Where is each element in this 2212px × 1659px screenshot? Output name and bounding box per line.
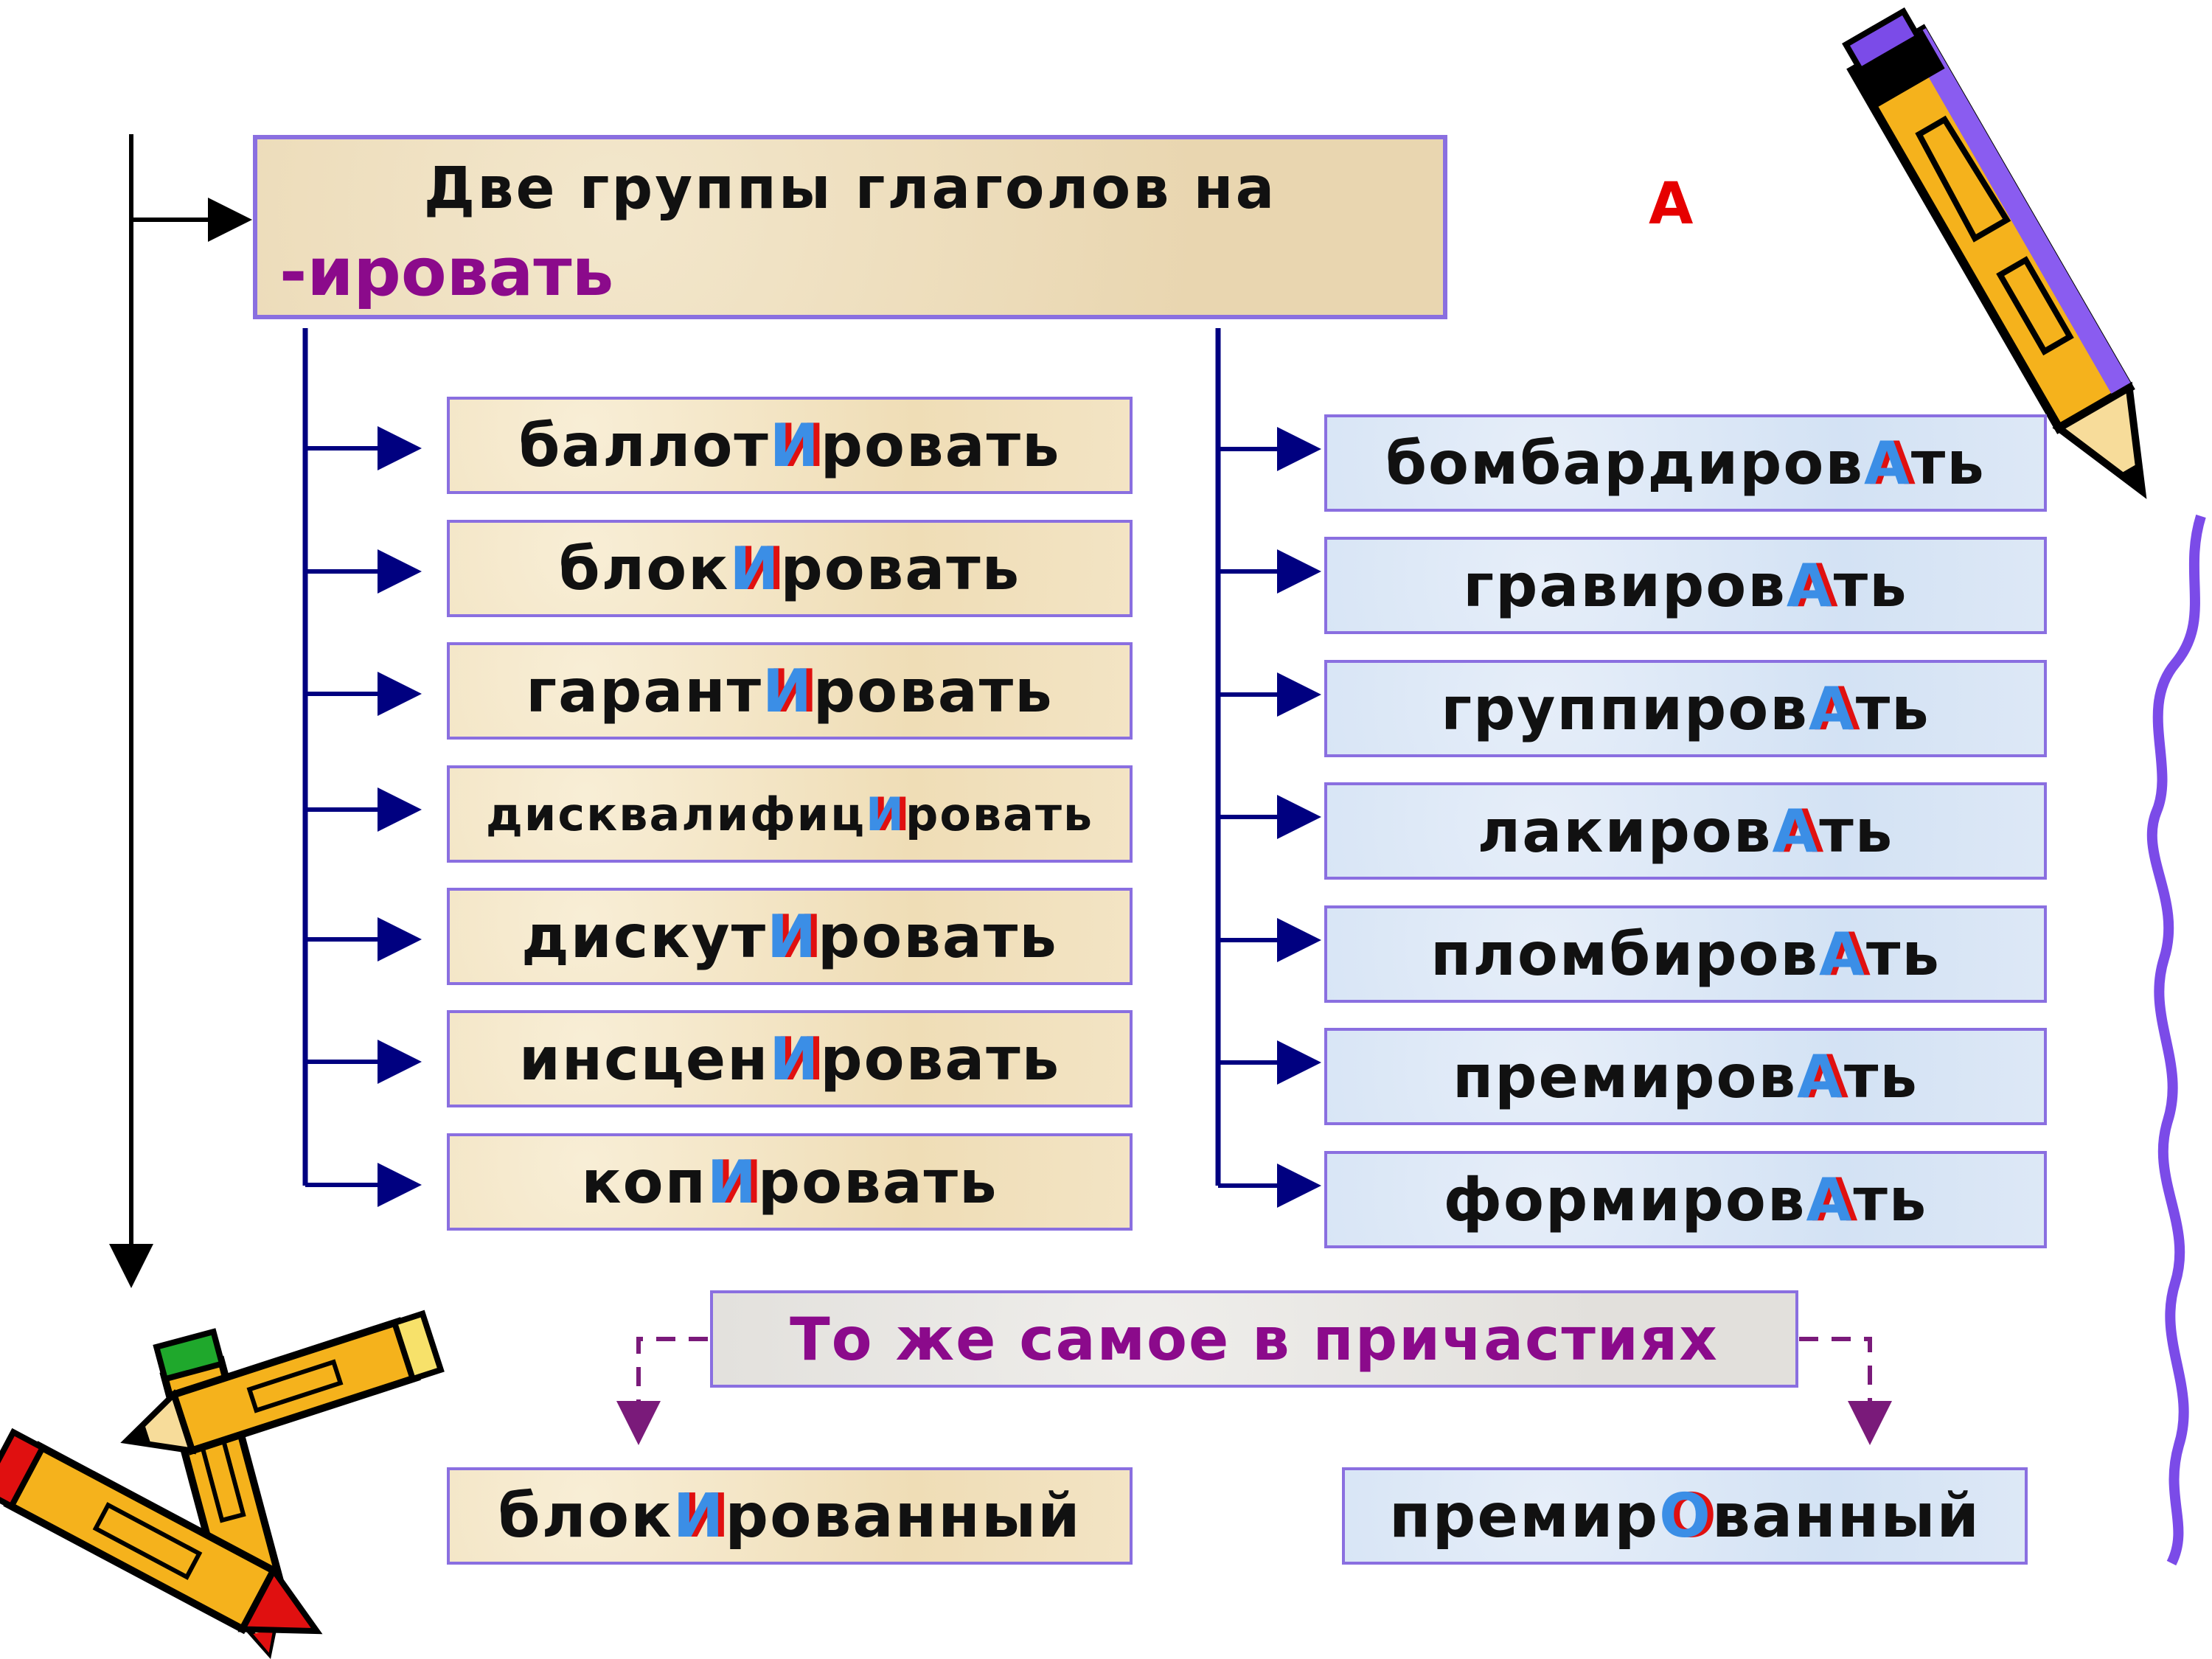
word-ending: ть	[1855, 674, 1930, 743]
title-suffix: -ировать	[279, 234, 614, 311]
title-box: Две группы глаголов на -ировать	[253, 135, 1447, 319]
word-stem: лакиров	[1477, 796, 1773, 866]
word-stem: блок	[558, 534, 730, 603]
word-ending: рованный	[725, 1481, 1082, 1551]
word-stem: коп	[581, 1147, 707, 1217]
word-stem: гарант	[526, 656, 762, 726]
word-stem: формиров	[1443, 1165, 1806, 1234]
word-stem: гравиров	[1463, 551, 1787, 620]
word-ending: ть	[1853, 1165, 1928, 1234]
pencil-icon	[1842, 7, 2147, 499]
corner-letter: А	[1649, 171, 1694, 237]
word-ending: ванный	[1711, 1481, 1981, 1551]
word-stem: премиров	[1453, 1042, 1798, 1111]
crossed-pencils-icon	[0, 1310, 445, 1659]
word-stem: инсцен	[518, 1024, 770, 1093]
word-ending: ть	[1844, 1042, 1919, 1111]
word-stem: баллот	[518, 411, 770, 480]
word-ending: ть	[1865, 919, 1941, 989]
word-stem: группиров	[1441, 674, 1809, 743]
word-stem: дискут	[521, 902, 768, 971]
word-stem: дисквалифиц	[485, 787, 866, 841]
word-ending: ровать	[757, 1147, 998, 1217]
participle-right-connector	[1799, 1337, 1892, 1445]
wavy-line-icon	[2146, 514, 2206, 1566]
word-ending: ровать	[820, 411, 1061, 480]
word-ending: ровать	[818, 902, 1058, 971]
participle-left-connector	[616, 1337, 708, 1445]
word-stem: премир	[1388, 1481, 1660, 1551]
word-ending: ровать	[813, 656, 1054, 726]
title-text: Две группы глаголов на	[423, 156, 1277, 222]
word-ending: ровать	[780, 534, 1021, 603]
word-stem: бомбардиров	[1385, 428, 1864, 498]
word-ending: ть	[1819, 796, 1894, 866]
word-ending: ровать	[905, 787, 1094, 841]
word-stem: пломбиров	[1430, 919, 1820, 989]
word-ending: ть	[1833, 551, 1908, 620]
word-ending: ровать	[820, 1024, 1061, 1093]
word-stem: блок	[498, 1481, 673, 1551]
word-ending: ть	[1910, 428, 1986, 498]
participles-banner: То же самое в причастиях	[710, 1290, 1798, 1388]
